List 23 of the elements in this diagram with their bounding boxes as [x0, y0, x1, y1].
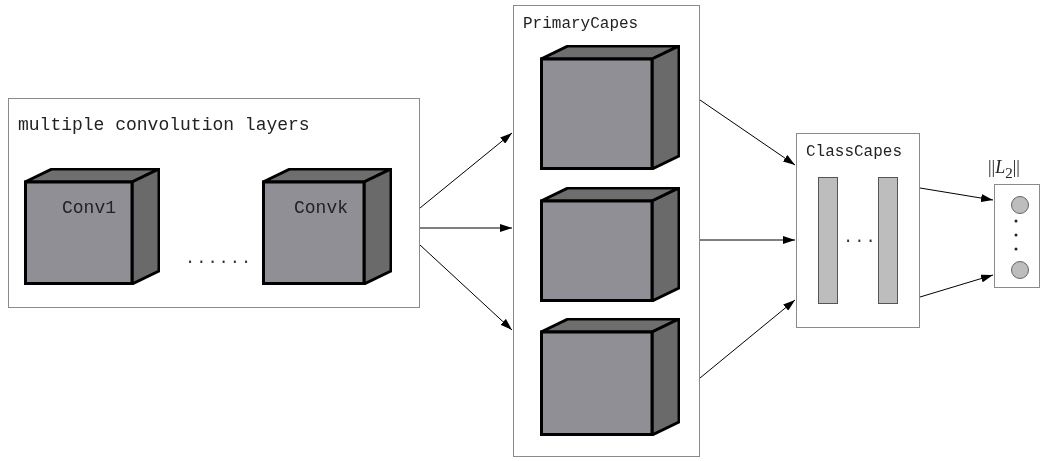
- cube-label: Convk: [294, 198, 348, 218]
- output-circle: [1011, 196, 1029, 214]
- arrow: [919, 187, 994, 202]
- arrow: [919, 274, 994, 298]
- arrow: [699, 236, 796, 244]
- norm-label: ||L$_{2}$||: [988, 157, 1020, 182]
- layer-box: [513, 5, 700, 457]
- arrow: [699, 299, 796, 379]
- layer-box: [796, 133, 920, 328]
- box-title: ClassCapes: [806, 143, 902, 161]
- box-title: multiple convolution layers: [18, 115, 310, 135]
- ellipsis-text: ......: [185, 249, 253, 268]
- arrow: [699, 99, 796, 166]
- arrow: [419, 244, 513, 331]
- cube-label: Conv1: [62, 198, 116, 218]
- capsule-bar: [878, 177, 898, 304]
- ellipsis-text: ...: [843, 228, 877, 247]
- output-circle: [1011, 261, 1029, 279]
- capsule-bar: [818, 177, 838, 304]
- layer-box: [8, 98, 420, 308]
- arrow: [419, 224, 513, 232]
- box-title: PrimaryCapes: [523, 15, 639, 33]
- arrow: [419, 132, 513, 209]
